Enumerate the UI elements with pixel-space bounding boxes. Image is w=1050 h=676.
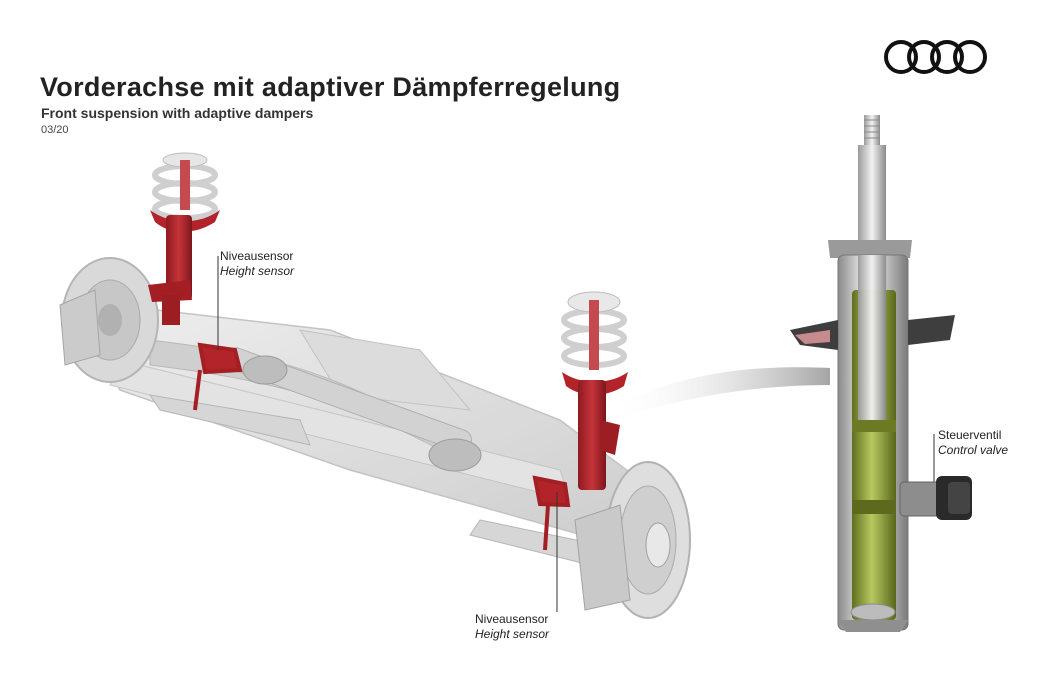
detail-beam xyxy=(610,367,830,420)
callout-label-en: Control valve xyxy=(938,443,1009,457)
left-brake-assembly xyxy=(59,257,159,383)
height-sensor-left xyxy=(193,342,243,411)
callout-label-en: Height sensor xyxy=(220,264,295,278)
callout-height-sensor-left: Niveausensor Height sensor xyxy=(220,249,294,279)
left-strut xyxy=(148,152,220,325)
page-title: Vorderachse mit adaptiver Dämpferregelun… xyxy=(40,72,621,102)
callout-height-sensor-right: Niveausensor Height sensor xyxy=(475,612,549,642)
callout-control-valve: Steuerventil Control valve xyxy=(938,428,1008,458)
right-brake-assembly xyxy=(574,461,691,619)
damper-cutaway xyxy=(790,115,972,632)
callout-label-de: Niveausensor xyxy=(220,249,294,263)
callout-label-de: Niveausensor xyxy=(475,612,549,626)
callout-label-en: Height sensor xyxy=(475,627,550,641)
right-strut xyxy=(561,291,628,490)
height-sensor-right xyxy=(532,475,571,551)
page-subtitle: Front suspension with adaptive dampers xyxy=(41,105,314,121)
four-rings-logo-icon xyxy=(884,40,987,74)
document-code: 03/20 xyxy=(41,124,69,136)
callout-label-de: Steuerventil xyxy=(938,428,1002,442)
